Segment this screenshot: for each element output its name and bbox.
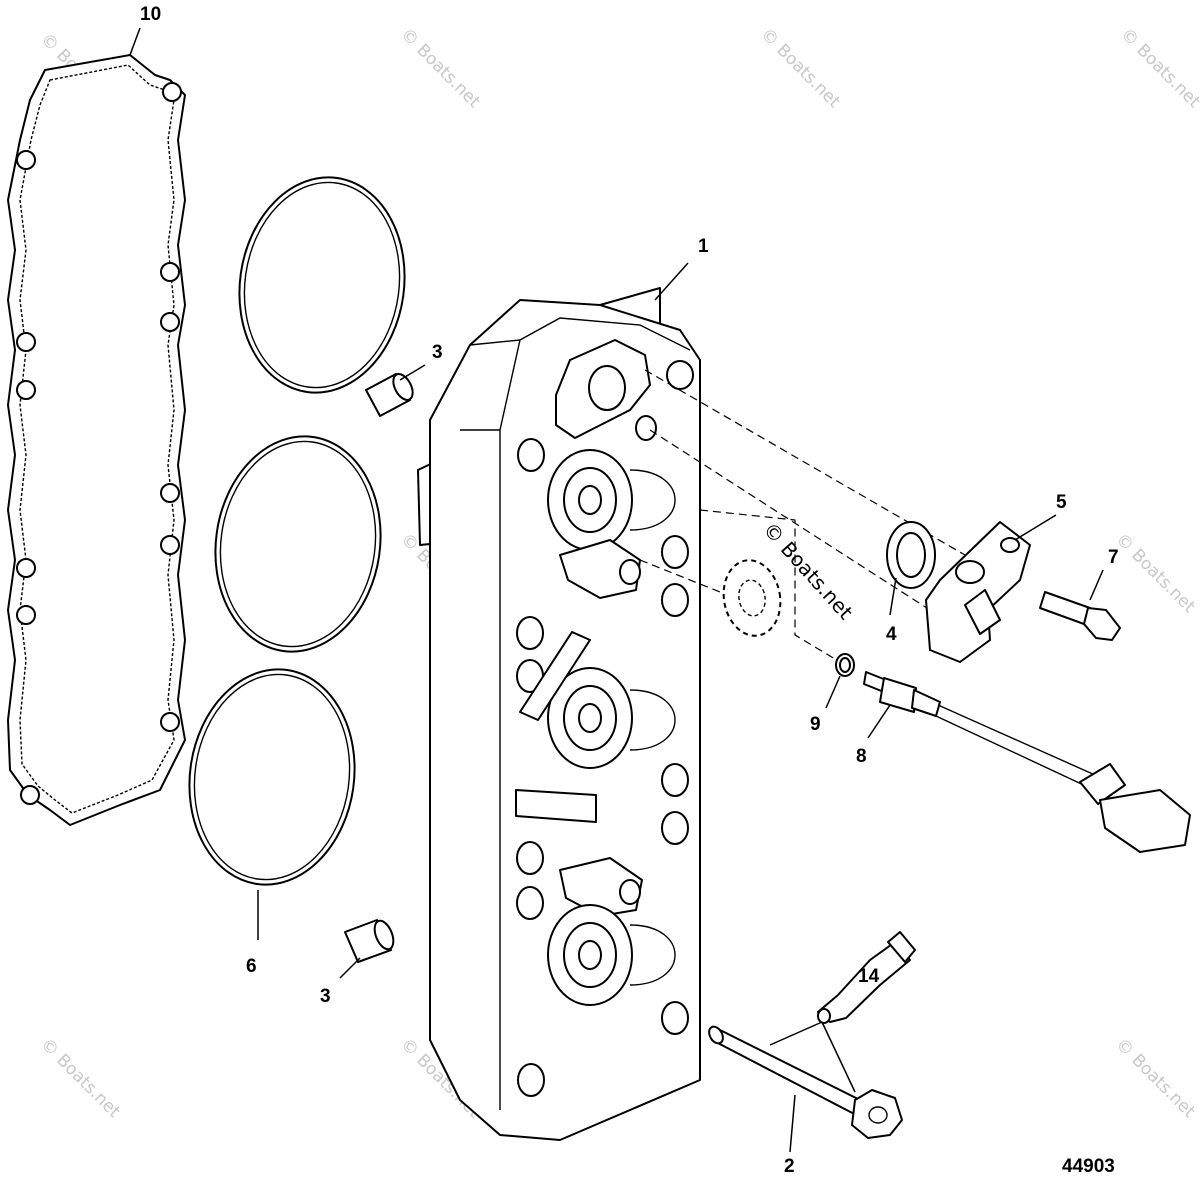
seal-part-4[interactable] bbox=[886, 521, 936, 589]
callout-14: 14 bbox=[858, 966, 880, 987]
callout-3-top: 3 bbox=[432, 342, 443, 363]
watermark: © Boats.net bbox=[396, 24, 484, 112]
housing-part-1[interactable] bbox=[417, 287, 701, 1141]
callouts: 10 1 3 5 7 4 9 8 6 3 14 2 44903 bbox=[140, 4, 1119, 1177]
callout-3-bottom: 3 bbox=[320, 986, 331, 1007]
o-ring-part-6[interactable] bbox=[176, 167, 418, 896]
watermark: © Boats.net bbox=[1111, 529, 1199, 617]
bracket-part-5[interactable] bbox=[925, 521, 1031, 663]
sensor-part-8[interactable] bbox=[863, 671, 1191, 853]
callout-8: 8 bbox=[856, 746, 867, 767]
callout-2: 2 bbox=[784, 1156, 795, 1177]
callout-4: 4 bbox=[886, 624, 897, 645]
callout-10: 10 bbox=[140, 4, 161, 25]
washer-part-9[interactable] bbox=[835, 653, 855, 677]
callout-5: 5 bbox=[1056, 492, 1067, 513]
screw-part-7[interactable] bbox=[1039, 591, 1121, 641]
assembly-lines bbox=[639, 369, 966, 666]
callout-6: 6 bbox=[246, 956, 257, 977]
sealant-tube-part-14[interactable] bbox=[817, 931, 916, 1024]
leader-lines bbox=[129, 27, 1104, 1153]
watermark: © Boats.net bbox=[756, 24, 844, 112]
dowel-pin-part-3-bottom[interactable] bbox=[344, 918, 397, 963]
watermark: © Boats.net bbox=[1111, 1034, 1199, 1122]
callout-1: 1 bbox=[698, 236, 709, 257]
watermark: © Boats.net bbox=[1116, 24, 1200, 112]
bolt-part-2[interactable] bbox=[706, 1024, 903, 1139]
callout-9: 9 bbox=[810, 714, 821, 735]
drawing-number: 44903 bbox=[1062, 1156, 1115, 1177]
watermark: © Boats.net bbox=[36, 1034, 124, 1122]
spacer-washer bbox=[722, 559, 782, 637]
callout-7: 7 bbox=[1108, 547, 1119, 568]
dowel-pin-part-3-top[interactable] bbox=[365, 371, 417, 417]
gasket-part-10[interactable] bbox=[7, 54, 186, 826]
